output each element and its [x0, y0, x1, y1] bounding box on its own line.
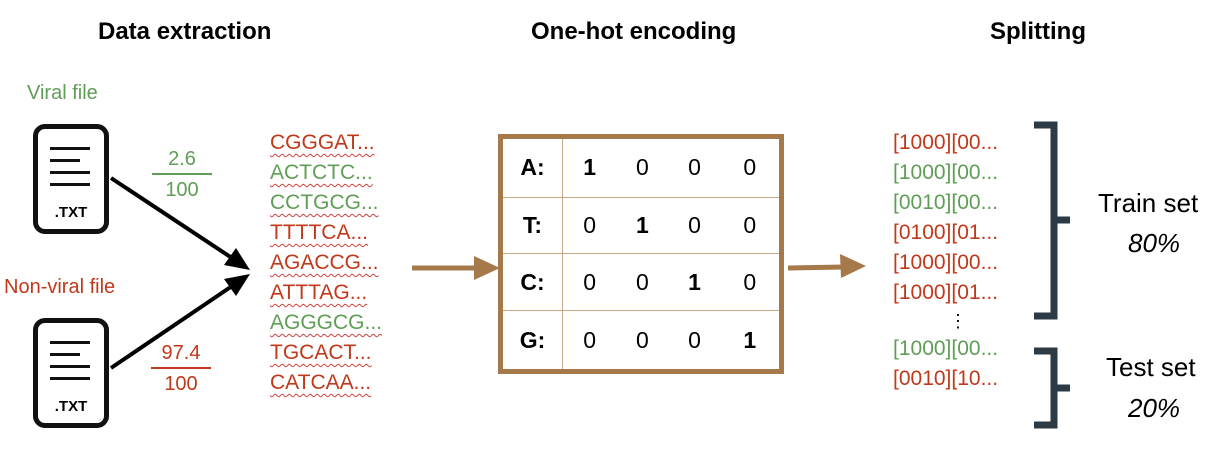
heading-splitting: Splitting — [990, 18, 1086, 45]
viral-ratio-numerator: 2.6 — [152, 148, 212, 175]
train-set-label: Train set — [1098, 188, 1199, 218]
nucleotide-key: C: — [500, 253, 563, 312]
split-arrow — [787, 264, 845, 271]
one-hot-cell: 0 — [688, 326, 701, 353]
nucleotide-key: T: — [500, 197, 563, 255]
viral-arrow — [109, 176, 240, 264]
viral-file-label: Viral file — [27, 82, 98, 104]
non-viral-file-extension: .TXT — [54, 398, 88, 415]
train-encoded-item: [1000][00... — [893, 131, 999, 154]
one-hot-cell: 1 — [562, 136, 617, 198]
viral-file-extension: .TXT — [54, 204, 88, 221]
test-encoded-item: [1000][00... — [893, 337, 999, 360]
sequence-item: AGACCG... — [270, 251, 379, 274]
train-encoded-item: [1000][01... — [893, 281, 999, 304]
sequence-item: CCTGCG... — [270, 191, 379, 214]
test-set-label: Test set — [1106, 352, 1196, 382]
test-bracket — [1034, 347, 1070, 429]
one-hot-cell: 1 — [616, 197, 669, 255]
sequence-item: TTTTCA... — [270, 221, 368, 244]
one-hot-cell: 0 — [668, 136, 721, 198]
non-viral-ratio: 97.4 100 — [151, 342, 211, 396]
non-viral-file-label: Non-viral file — [4, 276, 116, 298]
one-hot-cell: 0 — [562, 197, 617, 255]
non-viral-arrowhead — [224, 274, 250, 296]
one-hot-cell: 0 — [720, 136, 782, 198]
one-hot-row: G: 0 0 0 1 — [500, 310, 782, 372]
one-hot-cell: 0 — [720, 197, 782, 255]
one-hot-cell: 0 — [636, 326, 649, 353]
one-hot-cell: 0 — [720, 253, 782, 312]
train-encoded-item: [0010][00... — [893, 191, 999, 214]
one-hot-cell: 0 — [668, 197, 721, 255]
non-viral-arrow — [109, 280, 240, 370]
nucleotide-key: A: — [500, 136, 563, 198]
sequence-item: CATCAA... — [270, 371, 372, 394]
one-hot-cell: 0 — [616, 253, 669, 312]
test-encoded-item: [0010][10... — [893, 367, 999, 390]
heading-data-extraction: Data extraction — [98, 18, 272, 45]
test-set-percent: 20% — [1128, 393, 1181, 423]
sequence-item: TGCACT... — [270, 341, 372, 364]
non-viral-file-icon: .TXT — [33, 318, 109, 428]
sequence-item: ATTTAG... — [270, 281, 368, 304]
encode-arrowhead — [474, 256, 500, 280]
sequence-item: ACTCTC... — [270, 161, 373, 184]
train-encoded-item: [0100][01... — [893, 221, 999, 244]
split-arrowhead — [840, 254, 866, 278]
non-viral-ratio-denominator: 100 — [164, 373, 198, 395]
train-set-percent: 80% — [1128, 228, 1181, 258]
sequence-list: CGGGAT... ACTCTC... CCTGCG... TTTTCA... AGAC… — [270, 128, 382, 398]
one-hot-cell: 0 — [616, 136, 669, 198]
ellipsis: ⋮ — [949, 311, 967, 331]
viral-ratio-denominator: 100 — [165, 179, 199, 201]
viral-ratio: 2.6 100 — [152, 148, 212, 202]
one-hot-cell: 0 — [583, 326, 597, 353]
encoded-list: [1000][00... [1000][00... [0010][00... [010… — [893, 128, 1023, 394]
one-hot-cell: 0 — [562, 253, 617, 312]
nucleotide-key: G: — [500, 310, 563, 372]
train-encoded-item: [1000][00... — [893, 251, 999, 274]
viral-file-icon: .TXT — [33, 124, 109, 234]
heading-one-hot-encoding: One-hot encoding — [531, 18, 737, 45]
sequence-item: CGGGAT... — [270, 131, 375, 154]
non-viral-ratio-numerator: 97.4 — [151, 342, 211, 369]
one-hot-cell: 1 — [743, 326, 757, 353]
sequence-item: AGGGCG... — [270, 311, 383, 334]
viral-arrowhead — [224, 248, 250, 270]
one-hot-cell: 1 — [668, 253, 721, 312]
train-bracket — [1034, 121, 1070, 320]
train-encoded-item: [1000][00... — [893, 161, 999, 184]
